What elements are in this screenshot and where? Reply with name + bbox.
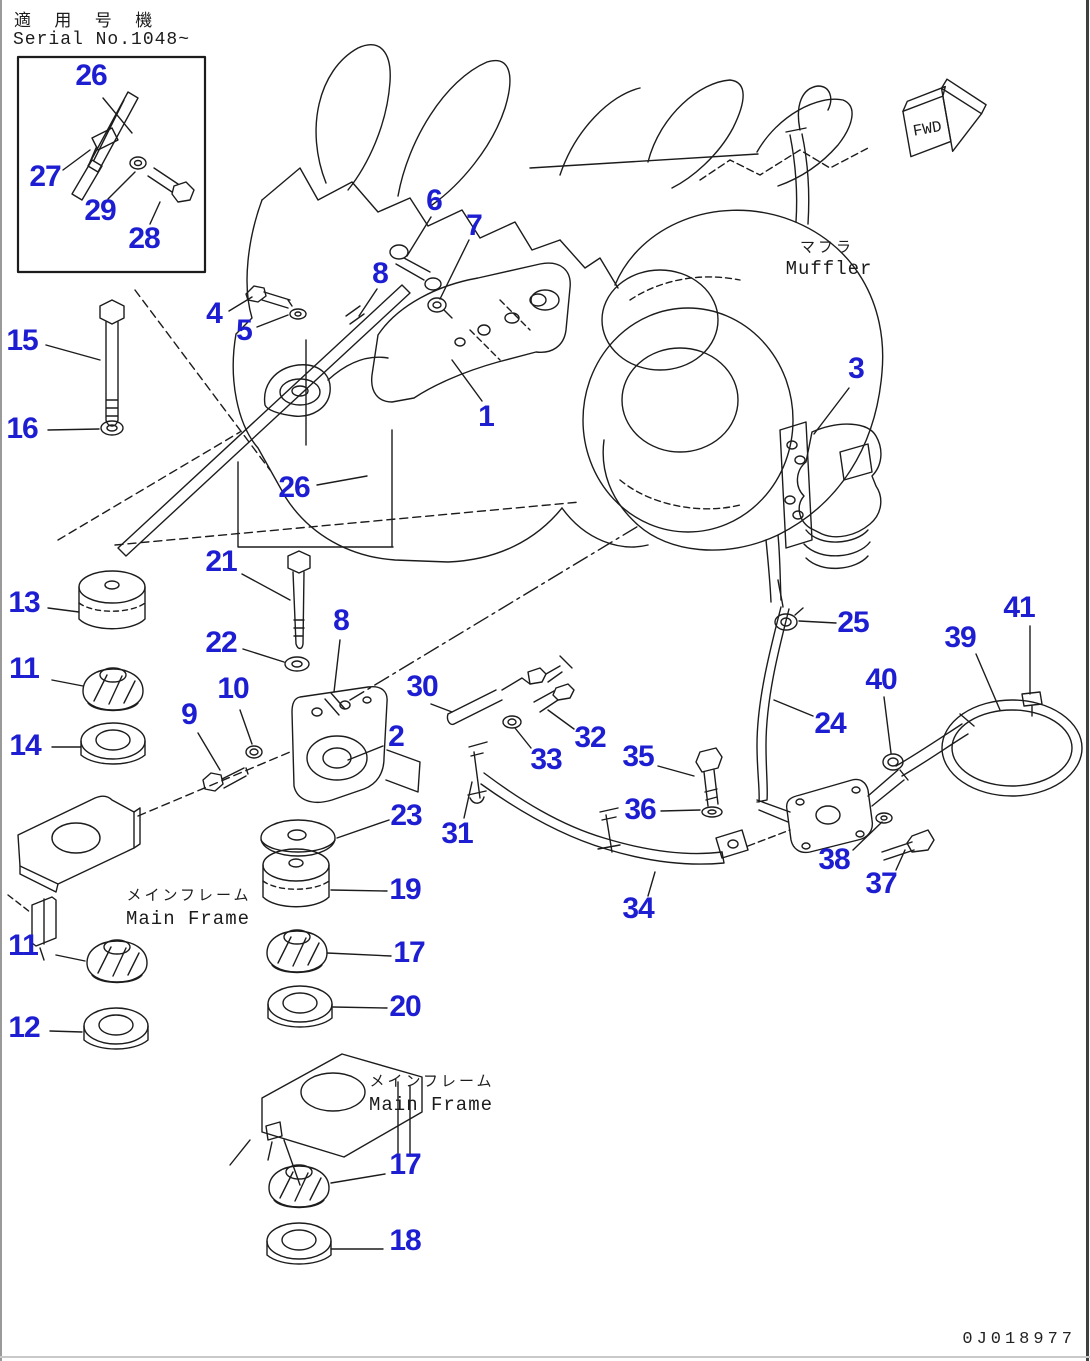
leader-lines: [45, 97, 1031, 1250]
callout-11: 11: [9, 652, 40, 685]
bracket-part1: [237, 262, 571, 548]
fwd-label: FWD: [912, 118, 944, 141]
callout-40: 40: [865, 663, 897, 696]
callout-30: 30: [406, 670, 438, 703]
callout-34: 34: [622, 892, 654, 925]
stay-bar-assembly: [467, 741, 791, 865]
callout-21: 21: [205, 545, 237, 578]
main-frame-bottom: [229, 1053, 423, 1186]
page-edge-bottom: [0, 1356, 1090, 1358]
detail-box: [16, 55, 207, 274]
main-frame-2-en: Main Frame: [368, 1094, 494, 1116]
callout-10: 10: [217, 672, 249, 705]
callout-26: 26: [278, 471, 310, 504]
callout-14: 14: [9, 729, 41, 762]
callout-19: 19: [389, 873, 421, 906]
callout-28: 28: [128, 222, 160, 255]
callout-17: 17: [389, 1148, 421, 1181]
callout-18: 18: [389, 1224, 421, 1257]
callout-31: 31: [441, 817, 473, 850]
callout-15: 15: [6, 324, 38, 357]
drain-pipe: [756, 579, 804, 803]
callout-8: 8: [333, 604, 350, 637]
callout-24: 24: [814, 707, 846, 740]
callout-4: 4: [206, 297, 223, 330]
callout-36: 36: [624, 793, 656, 826]
callout-6: 6: [426, 184, 443, 217]
callout-1: 1: [478, 400, 495, 433]
muffler-body: [582, 127, 884, 603]
document-number: 0J018977: [962, 1330, 1076, 1349]
main-frame-1-jp: メインフレーム: [126, 886, 252, 904]
callout-2: 2: [388, 720, 405, 753]
bracket-part2: [202, 685, 421, 804]
engine-block: [232, 167, 649, 563]
serial-number: Serial No.1048~: [13, 30, 191, 50]
fwd-arrow: FWD: [902, 78, 987, 158]
support-strut: [57, 284, 641, 817]
washer-23: [260, 819, 336, 857]
muffler-jp: マフラ: [799, 238, 855, 256]
callout-32: 32: [574, 721, 606, 754]
callout-39: 39: [944, 621, 976, 654]
callout-29: 29: [84, 194, 116, 227]
callout-25: 25: [837, 606, 869, 639]
callout-35: 35: [622, 740, 654, 773]
callout-9: 9: [181, 698, 198, 731]
page-edge-right: [1086, 0, 1089, 1361]
callout-11: 11: [8, 929, 39, 962]
engine-fan: [315, 44, 869, 206]
callout-13: 13: [8, 586, 40, 619]
callout-12: 12: [8, 1011, 40, 1044]
main-frame-left: [7, 795, 141, 961]
callout-27: 27: [29, 160, 61, 193]
callout-26: 26: [75, 59, 107, 92]
callout-8: 8: [372, 257, 389, 290]
applicable-machines-label: 適 用 号 機: [14, 11, 162, 31]
page-edge-left: [0, 0, 2, 1361]
main-frame-1-en: Main Frame: [125, 908, 251, 930]
callout-41: 41: [1003, 591, 1035, 624]
fitting-assembly: [446, 655, 575, 729]
callout-16: 16: [6, 412, 38, 445]
hose-coil: [882, 691, 1083, 797]
callout-33: 33: [530, 743, 562, 776]
main-frame-2-jp: メインフレーム: [369, 1072, 495, 1090]
muffler-cap-part3: [779, 421, 882, 570]
callout-3: 3: [848, 352, 865, 385]
callout-22: 22: [205, 626, 237, 659]
muffler-en: Muffler: [785, 258, 873, 280]
callout-17: 17: [393, 936, 425, 969]
callout-7: 7: [466, 209, 483, 242]
callout-20: 20: [389, 990, 421, 1023]
callout-38: 38: [818, 843, 850, 876]
callout-37: 37: [865, 867, 897, 900]
callout-5: 5: [236, 314, 253, 347]
valve-assembly: [756, 769, 935, 861]
fasteners-upper: [99, 244, 453, 672]
callout-23: 23: [390, 799, 422, 832]
